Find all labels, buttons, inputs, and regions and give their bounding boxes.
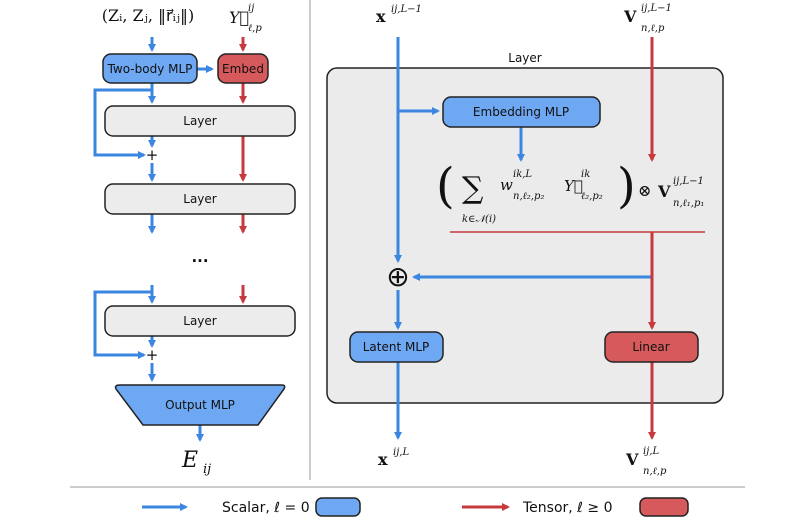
- energy-output-sub: ij: [203, 462, 211, 477]
- energy-output-base: E: [181, 448, 198, 473]
- plus-sign-2: +: [146, 346, 159, 364]
- tensor-product-symbol: ⊗: [638, 181, 651, 200]
- x-output-sup: ij,L: [393, 447, 409, 458]
- x-input-sup: ij,L−1: [391, 4, 422, 15]
- layer-panel-title: Layer: [508, 51, 542, 65]
- sum-symbol: ∑: [462, 171, 484, 206]
- linear-label: Linear: [632, 340, 669, 354]
- tensor-input-sub: ℓ,p: [248, 23, 262, 34]
- latent-mlp-box: [349, 331, 444, 363]
- tensor-input-base: Y⃗: [229, 8, 249, 27]
- weight-base: w: [500, 176, 513, 194]
- layer-label-1: Layer: [183, 114, 217, 128]
- weight-sub: n,ℓ₂,p₂: [513, 191, 544, 202]
- sh-sub: ℓ₂,p₂: [581, 191, 603, 202]
- output-mlp-box: [114, 384, 286, 426]
- scalar-input-label: (Zᵢ, Zⱼ, ‖r⃗ᵢⱼ‖): [102, 6, 195, 25]
- output-mlp-label: Output MLP: [165, 398, 235, 412]
- left-paren: (: [436, 158, 455, 214]
- layer-box-1: [104, 105, 296, 137]
- weight-sup: ik,L: [513, 169, 532, 180]
- legend-tensor-swatch: [639, 497, 689, 517]
- embed-box: [217, 53, 269, 84]
- layer-box-3: [104, 305, 296, 337]
- x-input-base: x: [376, 7, 386, 26]
- embedding-mlp-label: Embedding MLP: [473, 105, 569, 119]
- plus-sign-1: +: [146, 146, 159, 164]
- x-output-base: x: [378, 450, 388, 469]
- v-prev-sub: n,ℓ₁,p₁: [673, 198, 704, 209]
- right-paren: ): [617, 158, 636, 214]
- layer-box-2: [104, 183, 296, 215]
- two-body-mlp-label: Two-body MLP: [107, 62, 193, 76]
- v-prev-sup: ij,L−1: [673, 176, 704, 187]
- layer-detail-panel: [326, 67, 724, 404]
- legend-scalar-label: Scalar, ℓ = 0: [222, 500, 310, 516]
- tensor-input-sup: ij: [248, 3, 254, 14]
- embedding-mlp-box: [442, 96, 601, 128]
- latent-mlp-label: Latent MLP: [363, 340, 430, 354]
- right-scalar-arrows: [394, 37, 652, 440]
- sh-base: Y⃗: [564, 177, 583, 195]
- sum-subscript: k∈𝒩(i): [462, 214, 496, 225]
- two-body-mlp-box: [102, 53, 198, 84]
- layer-label-2: Layer: [183, 192, 217, 206]
- v-input-base: V: [623, 7, 637, 26]
- linear-box: [604, 331, 699, 363]
- oplus-symbol: ⊕: [386, 260, 409, 293]
- legend-tensor-label: Tensor, ℓ ≥ 0: [522, 500, 613, 516]
- ellipsis: ...: [191, 248, 208, 266]
- v-output-sup: ij,L: [643, 446, 659, 457]
- v-output-sub: n,ℓ,p: [643, 466, 667, 477]
- sh-sup: ik: [581, 169, 590, 180]
- message-formula: ( ∑ k∈𝒩(i) w ik,L n,ℓ₂,p₂ Y⃗ ik ℓ₂,p₂ ) …: [436, 158, 704, 225]
- legend-scalar-swatch: [315, 497, 361, 517]
- embed-label: Embed: [222, 62, 264, 76]
- left-scalar-arrows: [93, 37, 214, 442]
- right-tensor-arrows: [450, 37, 705, 440]
- v-output-base: V: [625, 450, 639, 469]
- layer-label-3: Layer: [183, 314, 217, 328]
- v-input-sup: ij,L−1: [641, 3, 672, 14]
- v-prev-base: V: [657, 182, 671, 201]
- v-input-sub: n,ℓ,p: [641, 23, 665, 34]
